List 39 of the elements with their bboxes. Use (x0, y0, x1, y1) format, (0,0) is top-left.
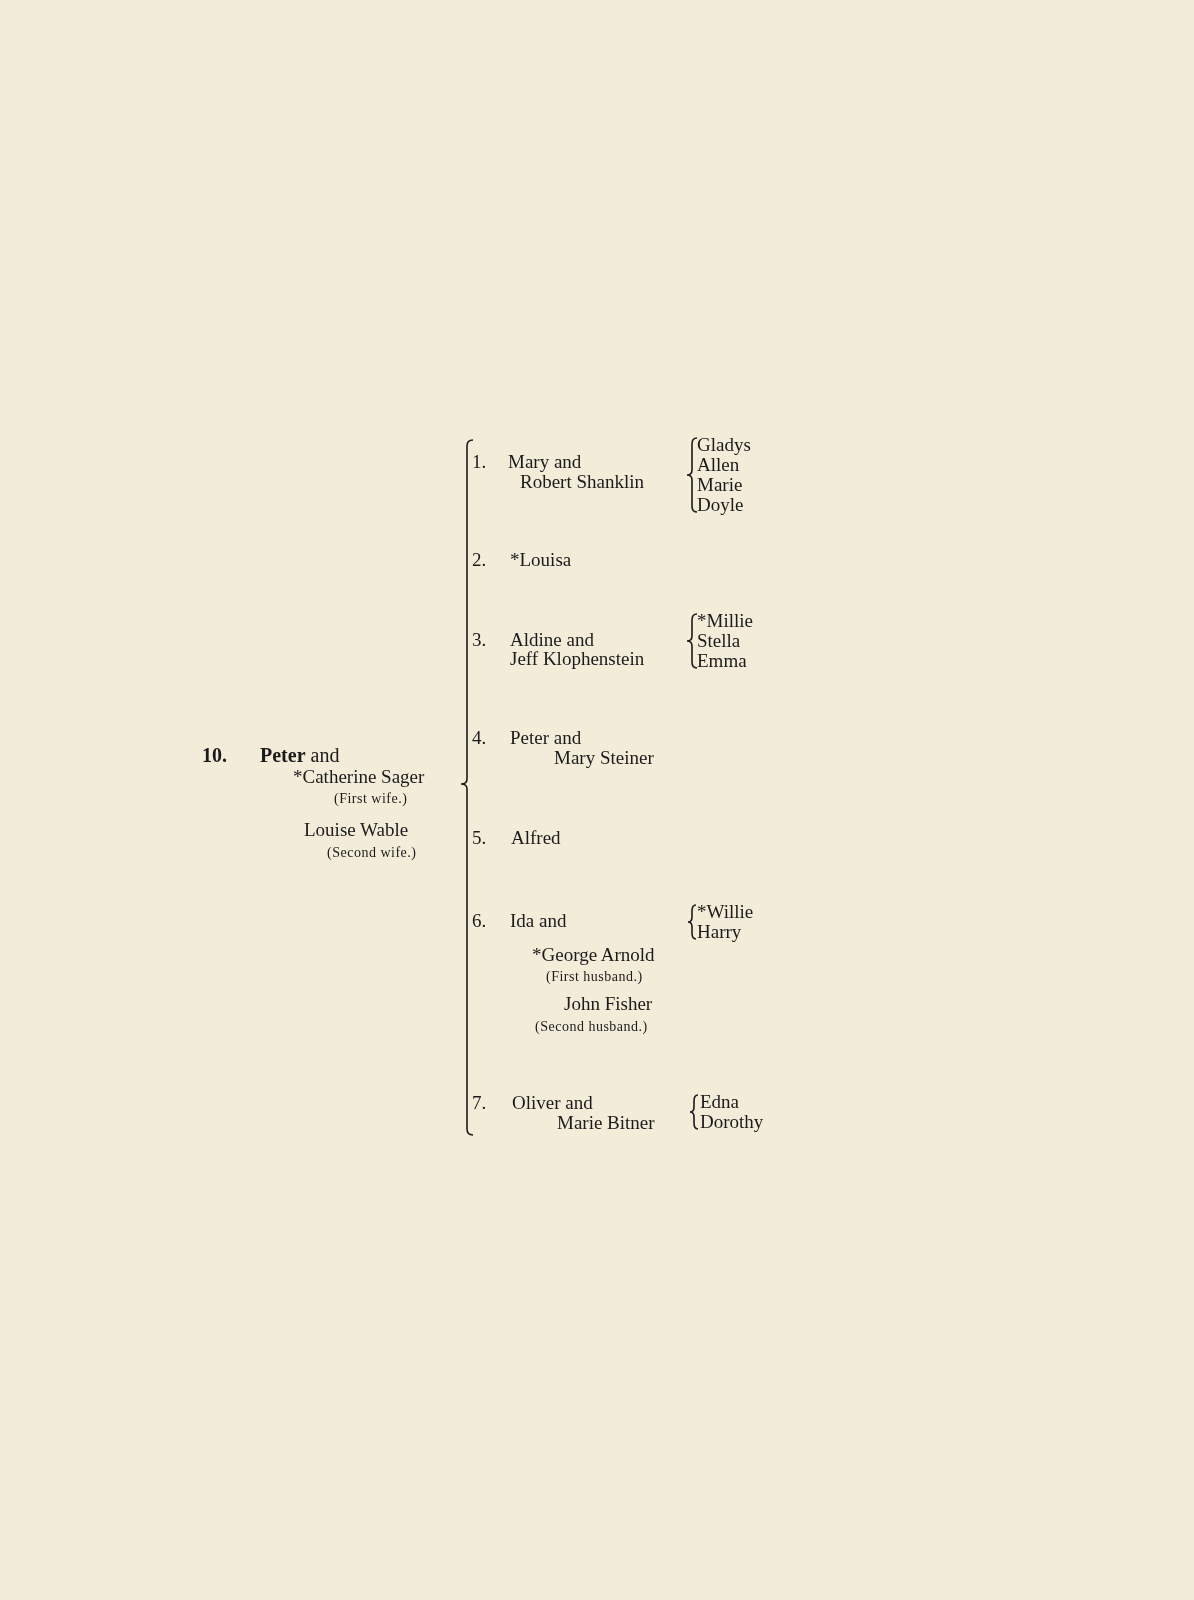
person-name: Marie Bitner (557, 1112, 655, 1134)
person-name: *Louisa (510, 549, 572, 571)
grandchild-name: Harry (697, 921, 742, 943)
note: (Second husband.) (535, 1018, 648, 1036)
child-number: 7. (472, 1092, 487, 1114)
grandchild-name: Dorothy (700, 1111, 764, 1133)
child-number: 4. (472, 727, 487, 749)
note: (First husband.) (546, 968, 643, 986)
grandchild-name: Gladys (697, 434, 751, 456)
grandchild-name: *Millie (697, 610, 753, 632)
note: (First wife.) (334, 790, 408, 808)
person-name: Mary Steiner (554, 747, 654, 769)
person-name: Ida and (510, 910, 567, 932)
person-name: Oliver and (512, 1092, 593, 1114)
child-number: 2. (472, 549, 487, 571)
person-name: Jeff Klophenstein (510, 648, 645, 670)
person-name: Robert Shanklin (520, 471, 645, 493)
child-number: 1. (472, 451, 487, 473)
person-name: Aldine and (510, 629, 594, 651)
grandchild-name: Allen (697, 454, 740, 476)
person-name: Peter and (510, 727, 582, 749)
grandchild-name: Stella (697, 630, 741, 652)
person-name: Alfred (511, 827, 561, 849)
person-name: Louise Wable (304, 819, 409, 841)
grandchild-name: Doyle (697, 494, 744, 516)
person-name: *Catherine Sager (293, 766, 425, 788)
grandchild-name: Marie (697, 474, 743, 496)
person-name: *George Arnold (532, 944, 655, 966)
child-number: 3. (472, 629, 487, 651)
child-number: 5. (472, 827, 487, 849)
person-name: Peter and (260, 744, 340, 766)
grandchild-name: *Willie (697, 901, 754, 923)
person-name: John Fisher (564, 993, 653, 1015)
generation-number: 10. (202, 744, 227, 766)
child-number: 6. (472, 910, 487, 932)
grandchild-name: Emma (697, 650, 747, 672)
note: (Second wife.) (327, 844, 417, 862)
person-name: Mary and (508, 451, 582, 473)
grandchild-name: Edna (700, 1091, 740, 1113)
